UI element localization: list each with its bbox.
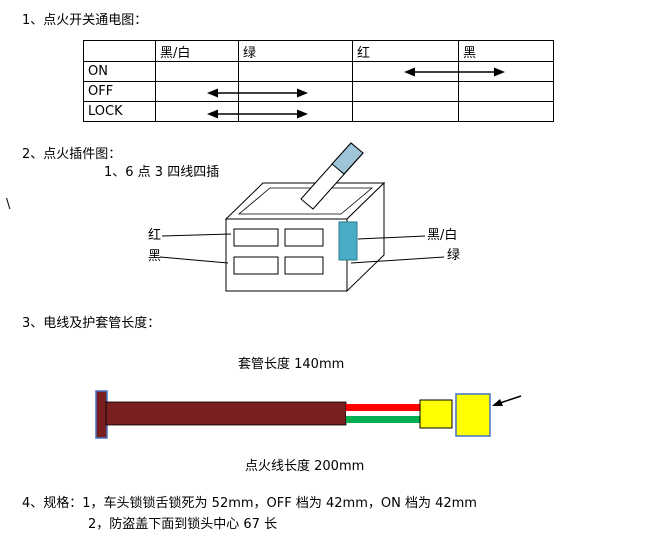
pointer-arrow-line — [499, 395, 522, 404]
pin-label-red: 红 — [148, 228, 162, 243]
table-row-lock: LOCK — [83, 101, 554, 122]
connector-top-face — [224, 182, 386, 220]
table-row-on: ON — [83, 61, 554, 82]
cell — [155, 61, 239, 82]
connector-block-small — [419, 399, 453, 429]
ignition-switch-table: 黑/白 绿 红 黑 ON OFF LOCK — [83, 40, 554, 122]
wire-stripe-white — [346, 411, 420, 416]
latch-block — [338, 221, 358, 261]
cable-end-cap — [95, 390, 108, 439]
row-label-on: ON — [83, 61, 156, 82]
sleeve-length-label: 套管长度 140mm — [238, 357, 345, 372]
connector-lid-rim — [237, 187, 374, 215]
wire-stripe-green — [346, 416, 420, 423]
cable-diagram — [95, 390, 522, 439]
cell — [238, 61, 353, 82]
leader-line-green — [350, 256, 445, 264]
section2-title: 2、点火插件图： — [22, 147, 122, 162]
corner-cell — [83, 40, 156, 62]
wire-stripe-red — [346, 404, 420, 411]
spec-line-2: 2，防盗盖下面到锁头中心 67 长 — [88, 517, 278, 532]
cell — [352, 81, 459, 102]
section3-title: 3、电线及护套管长度： — [22, 316, 161, 331]
leader-line-black — [159, 256, 229, 264]
stray-backslash: \ — [6, 197, 11, 212]
connector-block-large — [455, 393, 491, 437]
col-header-green: 绿 — [238, 40, 353, 62]
section2-note: 1、6 点 3 四线四插 — [104, 165, 220, 180]
row-label-lock: LOCK — [83, 101, 156, 122]
cell — [155, 101, 239, 122]
cell — [352, 61, 459, 82]
cell — [238, 81, 353, 102]
table-row-off: OFF — [83, 81, 554, 102]
pointer-arrow-head — [492, 399, 503, 406]
section1-title: 1、点火开关通电图： — [22, 13, 148, 28]
cell — [155, 81, 239, 102]
cell — [458, 101, 554, 122]
spec-line-1: 4、规格：1，车头锁锁舌锁死为 52mm，OFF 档为 42mm，ON 档为 4… — [22, 496, 477, 511]
cable-sleeve-tube — [105, 401, 347, 426]
leader-line-black-white — [357, 235, 426, 240]
pin-label-green: 绿 — [447, 248, 461, 263]
pin-label-black: 黑 — [148, 249, 162, 264]
table-header-row: 黑/白 绿 红 黑 — [83, 40, 554, 62]
cell — [352, 101, 459, 122]
key-blade — [300, 142, 364, 210]
connector-front-face — [225, 218, 348, 292]
leader-line-red — [161, 233, 232, 237]
cell — [238, 101, 353, 122]
col-header-red: 红 — [352, 40, 459, 62]
pin-slot-bottom-left — [233, 256, 279, 275]
row-label-off: OFF — [83, 81, 156, 102]
connector-right-face — [346, 181, 385, 293]
cell — [458, 81, 554, 102]
col-header-black: 黑 — [458, 40, 554, 62]
pin-slot-bottom-right — [284, 256, 324, 275]
pin-slot-top-left — [233, 228, 279, 247]
cell — [458, 61, 554, 82]
col-header-black-white: 黑/白 — [155, 40, 239, 62]
pin-slot-top-right — [284, 228, 324, 247]
key-blade-tip — [331, 142, 364, 175]
pin-label-black-white: 黑/白 — [427, 228, 458, 243]
wire-length-label: 点火线长度 200mm — [245, 459, 365, 474]
